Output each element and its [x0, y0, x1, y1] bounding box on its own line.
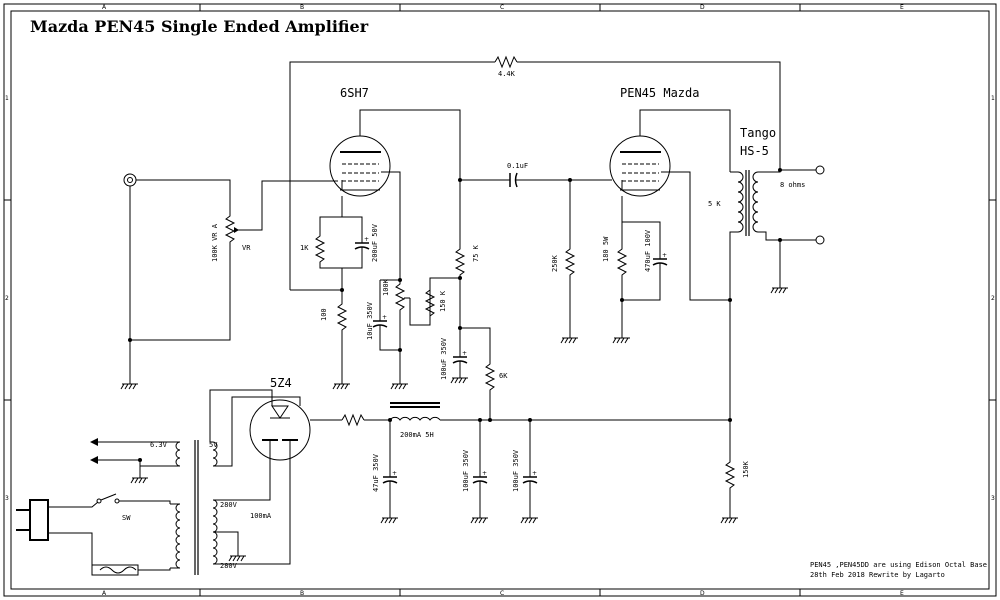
otx-secondary-label: 8 ohms	[780, 181, 805, 189]
hv-bottom-label: 280V	[220, 562, 238, 570]
tube-pen45-label: PEN45 Mazda	[620, 86, 699, 100]
filter-choke	[389, 402, 441, 421]
bleeder-label: 150K	[742, 460, 750, 478]
drawing-frame: A B C D E A B C D E 1 2 3 1 2 3	[3, 3, 997, 597]
current-label: 100mA	[250, 512, 272, 520]
heater-63-label: 6.3V	[150, 441, 168, 449]
fuse	[91, 564, 139, 576]
filter-c2-label: 100uF 350V	[462, 449, 470, 492]
tube-pen45	[609, 135, 671, 197]
power-switch	[96, 493, 120, 504]
cathode-r-label: 1K	[300, 244, 309, 252]
note-line-2: 28th Feb 2018 Rewrite by Lagarto	[810, 571, 945, 579]
feedback-r-label: 4.4K	[498, 70, 516, 78]
hv-top-label: 280V	[220, 501, 238, 509]
column-label: E	[900, 4, 904, 11]
coupling-c-label: 0.1uF	[507, 162, 528, 170]
speaker-terminal-hot	[815, 165, 825, 175]
row-label: 1	[991, 95, 995, 102]
note-line-1: PEN45 ,PEN45DD are using Edison Octal Ba…	[810, 561, 987, 569]
filter-c1-label: 47uF 350V	[372, 453, 380, 492]
heater-5-label: 5V	[209, 441, 218, 449]
out-cathode-r-label: 180 5W	[602, 236, 610, 262]
screen-r-label: 150 K	[439, 290, 447, 312]
volume-pot	[224, 180, 338, 246]
row-label: 3	[991, 495, 995, 502]
column-label: B	[300, 590, 304, 597]
decouple-c-label: 100uF 350V	[440, 337, 448, 380]
speaker-terminal-gnd	[815, 235, 825, 245]
power-transformer	[170, 440, 218, 575]
column-label: D	[700, 590, 705, 597]
page-title: Mazda PEN45 Single Ended Amplifier	[30, 17, 369, 36]
screen-c-label: 10uF 350V	[366, 301, 374, 340]
otx-name-2: HS-5	[740, 144, 769, 158]
fb-shunt-label: 100	[320, 308, 328, 321]
filter-c3-label: 100uF 350V	[512, 449, 520, 492]
column-label: E	[900, 590, 904, 597]
mains-plug	[16, 499, 49, 541]
column-label: B	[300, 4, 304, 11]
screen-pot-label: 100K	[382, 278, 390, 296]
row-label: 3	[5, 495, 9, 502]
tube-6sh7-label: 6SH7	[340, 86, 369, 100]
choke-label: 200mA 5H	[400, 431, 434, 439]
input-jack	[123, 173, 137, 187]
plate-load-label: 75 K	[472, 244, 480, 262]
row-label: 2	[5, 295, 9, 302]
cathode-c-label: 200uF 50V	[371, 223, 379, 262]
otx-name-1: Tango	[740, 126, 776, 140]
column-label: A	[102, 4, 107, 11]
column-label: A	[102, 590, 107, 597]
column-label: C	[500, 590, 504, 597]
volume-pot-label: 100K VR A	[211, 223, 219, 262]
tube-5z4-label: 5Z4	[270, 376, 292, 390]
decouple-r-label: 6K	[499, 372, 508, 380]
output-transformer	[729, 169, 816, 300]
row-label: 1	[5, 95, 9, 102]
column-label: C	[500, 4, 504, 11]
column-label: D	[700, 4, 705, 11]
switch-label: SW	[122, 514, 131, 522]
screen-pot	[394, 280, 410, 315]
otx-primary-label: 5 K	[708, 200, 721, 208]
vr-label: VR	[242, 244, 251, 252]
tube-5z4	[249, 399, 311, 461]
grid-leak-label: 250K	[551, 254, 559, 272]
out-cathode-c-label: 470uF 100V	[644, 229, 652, 272]
row-label: 2	[991, 295, 995, 302]
tube-6sh7	[329, 135, 391, 197]
